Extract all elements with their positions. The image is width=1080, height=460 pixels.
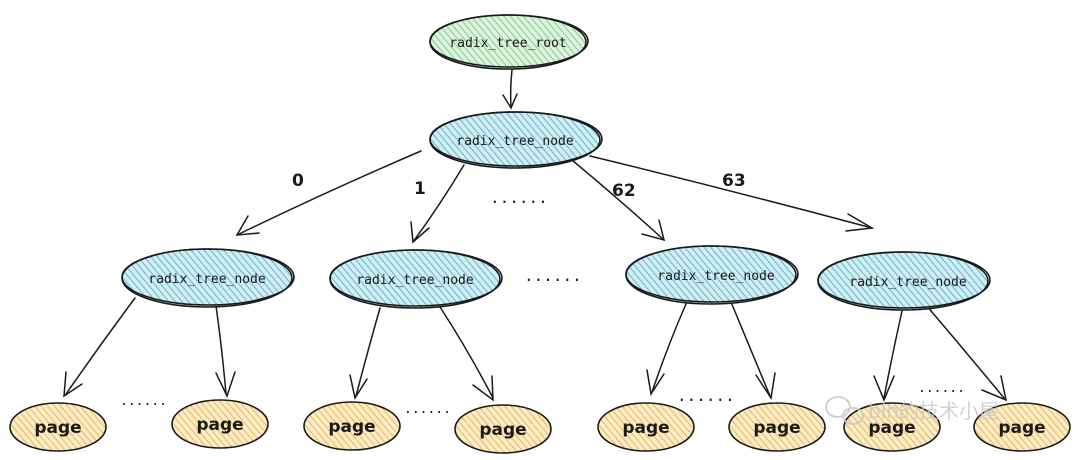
page-7-label: page <box>998 418 1045 438</box>
watermark: bin的技术小屋 <box>825 396 999 425</box>
edge-label-1: 1 <box>414 179 426 199</box>
ellipsis-pages-3: ...... <box>918 381 965 396</box>
node0-label: radix_tree_node <box>148 272 266 287</box>
page-2: page <box>303 401 401 451</box>
page-7: page <box>973 402 1071 452</box>
edge-node0-to-page0 <box>63 297 136 398</box>
ellipsis-pages-0: ...... <box>120 394 167 409</box>
edge-label-0: 0 <box>292 171 304 191</box>
radix-tree-node-2: radix_tree_node <box>625 245 799 305</box>
edge-slot-1 <box>410 164 465 244</box>
page-3: page <box>454 404 552 454</box>
radix-tree-node-1: radix_tree_node <box>329 249 503 309</box>
radix-tree-node-0: radix_tree_node <box>121 248 295 308</box>
edge-label-62: 62 <box>612 181 636 201</box>
page-0: page <box>9 402 107 452</box>
edge-node2-to-page4 <box>646 303 687 397</box>
page-2-label: page <box>328 417 375 437</box>
edge-node0-to-page1 <box>215 305 236 398</box>
radix-tree-root-node: radix_tree_root <box>429 14 589 70</box>
page-6-label: page <box>868 418 915 438</box>
edge-node1-to-page2 <box>349 307 381 400</box>
page-1-label: page <box>196 415 243 435</box>
edge-node1-to-page3 <box>439 306 494 402</box>
edge-root-to-node <box>502 69 518 110</box>
page-6: page <box>843 402 941 452</box>
wechat-icon <box>825 396 864 425</box>
ellipsis-level2: ...... <box>524 266 582 285</box>
edge-label-63: 63 <box>722 171 746 191</box>
page-5: page <box>728 402 826 452</box>
ellipsis-level1: ...... <box>490 188 548 207</box>
page-4-label: page <box>622 418 669 438</box>
edge-slot-0 <box>235 150 422 236</box>
root-label: radix_tree_root <box>449 36 566 51</box>
node3-label: radix_tree_node <box>849 275 967 290</box>
radix-tree-node-3: radix_tree_node <box>817 251 991 311</box>
page-5-label: page <box>753 418 800 438</box>
level1-label: radix_tree_node <box>456 134 574 149</box>
page-0-label: page <box>34 418 81 438</box>
edge-slot-63 <box>589 155 875 232</box>
watermark-text: bin的技术小屋 <box>868 399 999 423</box>
radix-tree-node-level1: radix_tree_node <box>429 111 603 169</box>
node1-label: radix_tree_node <box>356 273 474 288</box>
edge-node3-to-page6 <box>873 310 903 402</box>
node2-label: radix_tree_node <box>657 269 775 284</box>
edge-node2-to-page5 <box>730 301 776 401</box>
page-4: page <box>597 402 695 452</box>
edge-slot-62 <box>571 159 666 242</box>
page-1: page <box>171 399 269 449</box>
edge-node3-to-page7 <box>925 304 1008 402</box>
ellipsis-pages-2: ...... <box>677 386 735 405</box>
page-3-label: page <box>479 420 526 440</box>
ellipsis-pages-1: ...... <box>404 402 451 417</box>
